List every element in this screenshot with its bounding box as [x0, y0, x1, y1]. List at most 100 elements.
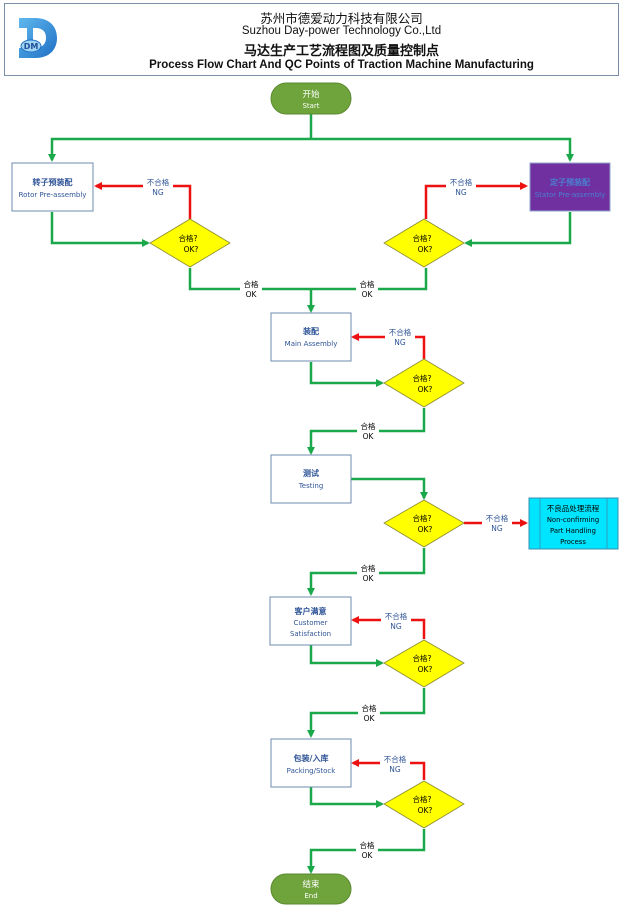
flow-main-to-check [309, 362, 384, 387]
svg-text:OK?: OK? [418, 385, 433, 394]
svg-text:NG: NG [394, 338, 406, 347]
svg-text:不合格: 不合格 [450, 177, 473, 187]
ng-rotor-return [94, 182, 192, 219]
stator-label-en: Stator Pre-assembly [535, 191, 606, 199]
flow-rotor-to-check [50, 212, 150, 247]
flow-to-stator [311, 137, 574, 162]
process-rotor-preassembly: 转子预装配 Rotor Pre-assembly [11, 162, 94, 212]
ng-packing-return [351, 759, 426, 780]
process-packing-stock: 包装/入库 Packing/Stock [270, 738, 352, 788]
ng-label-packing: 不合格 NG [380, 753, 410, 774]
ng-label-main: 不合格 NG [385, 327, 415, 347]
stator-label-cn: 定子预装配 [549, 177, 590, 187]
svg-text:DM: DM [24, 42, 39, 51]
ng-customer-return [351, 616, 426, 639]
svg-text:不合格: 不合格 [384, 754, 407, 764]
svg-text:合格?: 合格? [179, 233, 198, 243]
ng-label-customer: 不合格 NG [381, 610, 411, 631]
ng-main-return [351, 333, 426, 359]
flow-packing-to-check [309, 787, 384, 808]
svg-text:合格: 合格 [360, 840, 375, 850]
rotor-label-en: Rotor Pre-assembly [19, 191, 87, 199]
svg-text:Part Handling: Part Handling [550, 527, 596, 535]
svg-text:合格: 合格 [360, 279, 375, 289]
main-label-cn: 装配 [302, 326, 319, 336]
flow-to-rotor [48, 137, 311, 162]
decision-main-check: 合格? OK? [383, 358, 465, 408]
svg-text:合格?: 合格? [413, 373, 432, 383]
svg-text:OK?: OK? [184, 245, 199, 254]
svg-text:OK?: OK? [418, 525, 433, 534]
end-label-cn: 结束 [302, 879, 320, 890]
svg-text:OK: OK [364, 714, 376, 723]
svg-text:不合格: 不合格 [385, 611, 408, 621]
decision-packing-check: 合格? OK? [383, 780, 465, 829]
svg-text:Non-confirming: Non-confirming [547, 516, 599, 524]
end-label-en: End [304, 892, 317, 900]
svg-text:合格: 合格 [244, 279, 259, 289]
svg-text:Satisfaction: Satisfaction [290, 630, 331, 638]
testing-label-en: Testing [298, 482, 324, 490]
flow-stator-ok [311, 268, 428, 291]
process-testing: 测试 Testing [270, 454, 352, 504]
svg-text:OK: OK [246, 290, 258, 299]
svg-text:NG: NG [455, 188, 467, 197]
ok-label-main: 合格 OK [357, 421, 379, 441]
company-name-en: Suzhou Day-power Technology Co.,Ltd [241, 25, 442, 37]
process-customer-satisfaction: 客户满意 Customer Satisfaction [269, 596, 352, 646]
testing-label-cn: 测试 [303, 468, 319, 478]
ng-label-rotor: 不合格 NG [143, 177, 173, 197]
svg-text:合格?: 合格? [413, 513, 432, 523]
svg-text:合格?: 合格? [413, 653, 432, 663]
svg-text:NG: NG [491, 524, 503, 533]
svg-text:OK: OK [363, 574, 375, 583]
process-stator-preassembly: 定子预装配 Stator Pre-assembly [529, 162, 611, 212]
decision-rotor-check: 合格? OK? [149, 218, 231, 268]
svg-text:合格?: 合格? [413, 233, 432, 243]
svg-text:Process: Process [560, 538, 586, 546]
svg-text:OK: OK [363, 432, 375, 441]
customer-label-cn: 客户满意 [294, 606, 327, 616]
process-nonconforming-handling: 不良品处理流程 Non-confirming Part Handling Pro… [528, 497, 619, 550]
svg-text:不合格: 不合格 [486, 513, 509, 523]
end-terminal: 结束 End [270, 873, 352, 905]
header-banner: DM 苏州市德爱动力科技有限公司 Suzhou Day-power Techno… [4, 3, 619, 76]
svg-text:Customer: Customer [293, 619, 327, 627]
ok-label-packing: 合格 OK [356, 840, 378, 860]
ncp-label-cn: 不良品处理流程 [547, 503, 600, 513]
rotor-label-cn: 转子预装配 [33, 177, 73, 187]
svg-text:OK?: OK? [418, 665, 433, 674]
svg-text:NG: NG [389, 765, 401, 774]
main-label-en: Main Assembly [285, 340, 338, 348]
svg-text:合格: 合格 [361, 421, 376, 431]
ng-label-stator: 不合格 NG [446, 177, 476, 197]
svg-text:不合格: 不合格 [147, 177, 170, 187]
svg-text:OK: OK [362, 851, 374, 860]
packing-label-cn: 包装/入库 [293, 753, 329, 763]
svg-text:合格: 合格 [362, 703, 377, 713]
start-label-cn: 开始 [302, 89, 320, 100]
flow-rotor-ok [188, 268, 311, 291]
start-label-en: Start [302, 102, 319, 110]
packing-label-en: Packing/Stock [287, 767, 337, 775]
chart-title-en: Process Flow Chart And QC Points of Trac… [149, 59, 534, 71]
ng-stator-return [424, 182, 528, 219]
process-main-assembly: 装配 Main Assembly [270, 312, 352, 362]
decision-customer-check: 合格? OK? [383, 639, 465, 688]
start-terminal: 开始 Start [270, 82, 352, 115]
svg-text:不合格: 不合格 [389, 327, 412, 337]
flow-testing-to-check [350, 477, 428, 500]
svg-text:合格: 合格 [361, 563, 376, 573]
ng-label-testing: 不合格 NG [482, 513, 512, 533]
svg-text:NG: NG [390, 622, 402, 631]
flow-customer-to-check [309, 645, 384, 667]
svg-text:OK?: OK? [418, 245, 433, 254]
chart-title-cn: 马达生产工艺流程图及质量控制点 [243, 44, 439, 59]
svg-text:OK: OK [362, 290, 374, 299]
svg-text:合格?: 合格? [413, 794, 432, 804]
svg-text:NG: NG [152, 188, 164, 197]
ok-label-stator: 合格 OK [356, 279, 378, 300]
company-name-cn: 苏州市德爱动力科技有限公司 [260, 11, 423, 26]
ok-label-rotor: 合格 OK [240, 279, 262, 300]
